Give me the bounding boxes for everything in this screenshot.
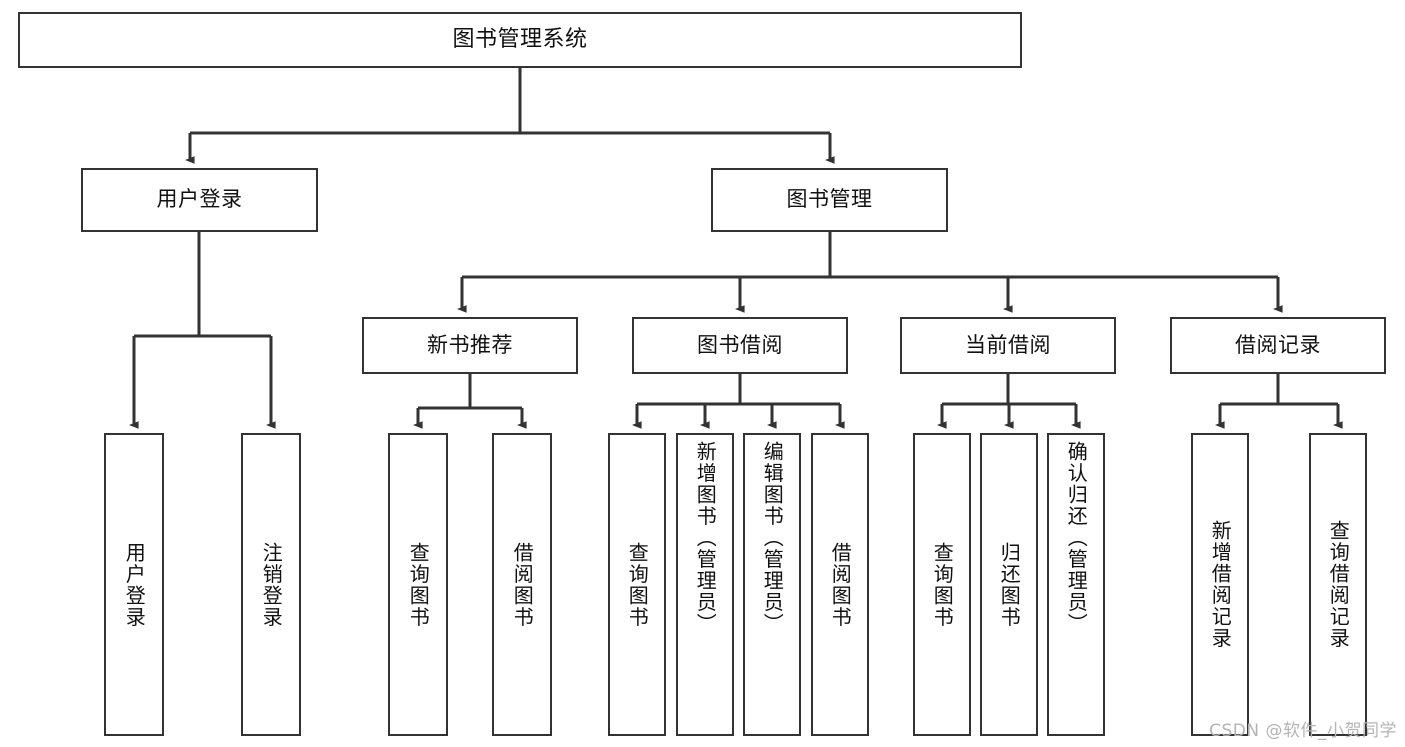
leaf-borrow-record-add[interactable]: 新增借阅记录 xyxy=(1191,433,1249,736)
leaf-book-borrow-borrow-label: 借阅图书 xyxy=(828,541,853,628)
leaf-book-borrow-edit[interactable]: 编辑图书（管理员） xyxy=(743,433,801,736)
leaf-user-login-logout-label: 注销登录 xyxy=(259,541,284,628)
node-root-label: 图书管理系统 xyxy=(452,26,588,52)
node-book-borrow[interactable]: 图书借阅 xyxy=(632,317,848,374)
leaf-current-borrow-return-label: 归还图书 xyxy=(997,541,1022,628)
leaf-user-login-login-label: 用户登录 xyxy=(122,541,147,628)
leaf-new-book-query[interactable]: 查询图书 xyxy=(388,433,448,736)
node-root-book-management-system[interactable]: 图书管理系统 xyxy=(18,12,1022,68)
node-user-login-label: 用户登录 xyxy=(156,187,243,212)
leaf-user-login-logout[interactable]: 注销登录 xyxy=(241,433,301,736)
node-borrow-record[interactable]: 借阅记录 xyxy=(1170,317,1386,374)
leaf-current-borrow-return[interactable]: 归还图书 xyxy=(980,433,1038,736)
leaf-book-borrow-borrow[interactable]: 借阅图书 xyxy=(811,433,869,736)
leaf-borrow-record-query-label: 查询借阅记录 xyxy=(1326,520,1351,649)
leaf-book-borrow-query-label: 查询图书 xyxy=(625,541,650,628)
leaf-borrow-record-add-label: 新增借阅记录 xyxy=(1208,520,1233,649)
node-borrow-record-label: 借阅记录 xyxy=(1235,332,1321,357)
node-current-borrow-label: 当前借阅 xyxy=(965,332,1051,357)
leaf-user-login-login[interactable]: 用户登录 xyxy=(104,433,164,736)
leaf-book-borrow-add[interactable]: 新增图书（管理员） xyxy=(676,433,734,736)
leaf-new-book-borrow-label: 借阅图书 xyxy=(510,541,535,628)
leaf-new-book-query-label: 查询图书 xyxy=(406,541,431,628)
leaf-current-borrow-confirm[interactable]: 确认归还（管理员） xyxy=(1047,433,1105,736)
leaf-borrow-record-query[interactable]: 查询借阅记录 xyxy=(1309,433,1367,736)
leaf-current-borrow-confirm-label: 确认归还（管理员） xyxy=(1064,441,1089,635)
leaf-new-book-borrow[interactable]: 借阅图书 xyxy=(492,433,552,736)
leaf-book-borrow-query[interactable]: 查询图书 xyxy=(608,433,666,736)
node-current-borrow[interactable]: 当前借阅 xyxy=(900,317,1116,374)
leaf-book-borrow-edit-label: 编辑图书（管理员） xyxy=(760,441,785,635)
node-new-book-recommend-label: 新书推荐 xyxy=(427,332,513,357)
leaf-current-borrow-query[interactable]: 查询图书 xyxy=(913,433,971,736)
node-user-login[interactable]: 用户登录 xyxy=(81,168,318,232)
node-book-borrow-label: 图书借阅 xyxy=(697,332,783,357)
node-new-book-recommend[interactable]: 新书推荐 xyxy=(362,317,578,374)
leaf-current-borrow-query-label: 查询图书 xyxy=(930,541,955,628)
node-book-management[interactable]: 图书管理 xyxy=(711,168,948,232)
node-book-management-label: 图书管理 xyxy=(786,187,873,212)
leaf-book-borrow-add-label: 新增图书（管理员） xyxy=(693,441,718,635)
